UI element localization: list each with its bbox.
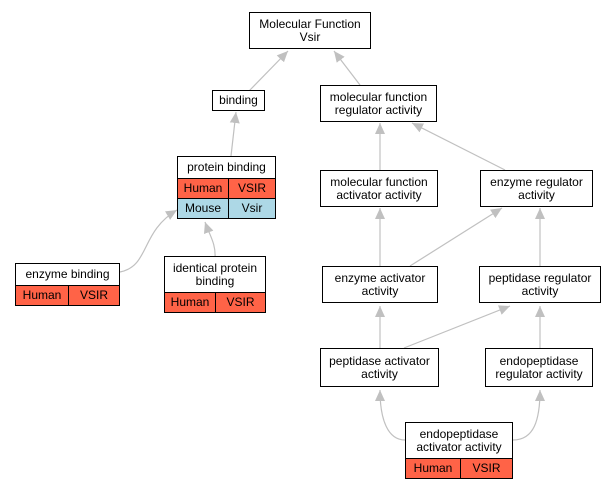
gene-label: VSIR (79, 288, 108, 302)
node-title: enzyme regulator activity (490, 174, 583, 202)
annotation-row-mouse: Mouse Vsir (178, 198, 275, 218)
annotation-row-human: Human VSIR (178, 178, 275, 198)
node-title: enzyme binding (25, 267, 110, 281)
node-peptidase-regulator-activity[interactable]: peptidase regulator activity (479, 266, 601, 303)
node-title: endopeptidase regulator activity (495, 353, 583, 381)
node-enzyme-regulator-activity[interactable]: enzyme regulator activity (480, 170, 593, 207)
edge-enzyme-binding-to-protein-binding (119, 209, 178, 273)
node-title: molecular function activator activity (330, 174, 428, 202)
node-molecular-function-activator-activity[interactable]: molecular function activator activity (320, 170, 438, 207)
edge-enzyme-activator-to-enzyme-regulator (409, 207, 503, 267)
edge-peptidase-activator-to-peptidase-regulator (403, 305, 511, 349)
gene-label: VSIR (237, 181, 266, 195)
node-title: peptidase activator activity (329, 353, 430, 381)
edge-protein-binding-to-binding (229, 111, 240, 157)
gene-label: VSIR (472, 461, 501, 475)
node-enzyme-activator-activity[interactable]: enzyme activator activity (322, 266, 438, 303)
annotation-row-human: Human VSIR (16, 285, 119, 305)
species-label: Human (406, 459, 461, 478)
node-endopeptidase-regulator-activity[interactable]: endopeptidase regulator activity (485, 348, 593, 387)
edge-mf-regulator-to-root (333, 50, 361, 86)
node-title: molecular function regulator activity (329, 89, 428, 117)
annotation-row-human: Human VSIR (406, 458, 512, 478)
gene-label: Vsir (241, 201, 263, 215)
species-label: Human (178, 179, 229, 198)
node-title: binding (219, 93, 258, 107)
node-title: endopeptidase activator activity (416, 426, 502, 454)
node-title: peptidase regulator activity (488, 270, 592, 298)
species-label: Human (165, 293, 216, 312)
edge-enzyme-regulator-to-mf-regulator (411, 122, 506, 171)
node-protein-binding[interactable]: protein binding Human VSIR Mouse Vsir (177, 156, 276, 219)
node-identical-protein-binding[interactable]: identical protein binding Human VSIR (164, 256, 266, 313)
node-enzyme-binding[interactable]: enzyme binding Human VSIR (15, 263, 120, 306)
edge-binding-to-root (248, 50, 289, 92)
edge-endopeptidase-activator-to-peptidase-activator (375, 389, 406, 441)
node-title: enzyme activator activity (334, 270, 426, 298)
gene-label: VSIR (226, 295, 255, 309)
edge-identical-to-protein-binding (203, 221, 216, 259)
node-molecular-function-root[interactable]: Molecular Function Vsir (249, 12, 371, 49)
node-title: protein binding (187, 160, 266, 174)
annotation-row-human: Human VSIR (165, 292, 265, 312)
node-endopeptidase-activator-activity[interactable]: endopeptidase activator activity Human V… (405, 422, 513, 479)
node-title: Molecular Function Vsir (259, 16, 361, 44)
edge-endopeptidase-activator-to-endopeptidase-regulator (512, 389, 545, 441)
node-title: identical protein binding (172, 260, 258, 288)
node-binding[interactable]: binding (212, 90, 265, 111)
node-peptidase-activator-activity[interactable]: peptidase activator activity (320, 348, 439, 387)
node-molecular-function-regulator-activity[interactable]: molecular function regulator activity (320, 85, 437, 122)
species-label: Mouse (178, 199, 229, 218)
species-label: Human (16, 286, 69, 305)
